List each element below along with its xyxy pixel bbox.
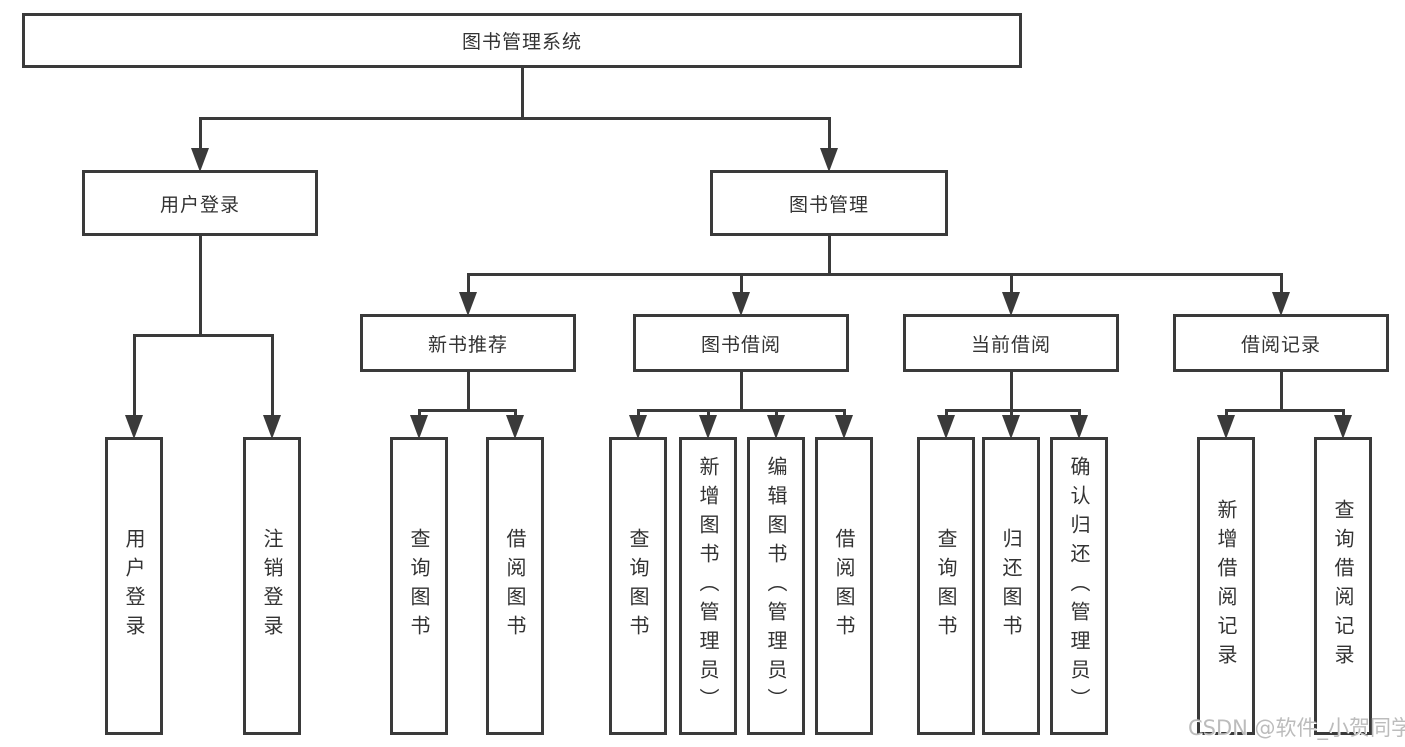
node-label-bb-borrow: 借阅图书 <box>832 528 856 644</box>
arrow-head-icon <box>1002 292 1020 316</box>
connector-stem-borrow-rec <box>1279 372 1283 410</box>
connector-drop-bb-borrow <box>842 410 846 415</box>
node-label-br-query: 查询借阅记录 <box>1331 499 1355 673</box>
arrow-head-icon <box>191 148 209 172</box>
node-label-ul-logout: 注销登录 <box>260 528 284 644</box>
node-nb-query: 查询图书 <box>390 437 448 735</box>
connector-drop-ul-login <box>132 335 136 415</box>
node-label-user-login: 用户登录 <box>159 193 240 216</box>
arrow-head-icon <box>1070 415 1088 439</box>
connector-drop-cb-query <box>944 410 948 415</box>
node-br-query: 查询借阅记录 <box>1314 437 1372 735</box>
arrow-head-icon <box>835 415 853 439</box>
connector-drop-nb-query <box>417 410 421 415</box>
csdn-watermark: CSDN @软件_小贺同学 <box>1188 716 1405 740</box>
arrow-head-icon <box>732 292 750 316</box>
arrow-head-icon <box>410 415 428 439</box>
arrow-head-icon <box>125 415 143 439</box>
node-label-nb-query: 查询图书 <box>407 528 431 644</box>
node-br-add: 新增借阅记录 <box>1197 437 1255 735</box>
node-label-bb-query: 查询图书 <box>626 528 650 644</box>
connector-stem-book-borrow <box>739 372 743 410</box>
connector-drop-cb-return <box>1009 410 1013 415</box>
node-label-cb-return: 归还图书 <box>999 528 1023 644</box>
node-user-login: 用户登录 <box>82 170 318 236</box>
node-book-borrow: 图书借阅 <box>633 314 849 372</box>
arrow-head-icon <box>699 415 717 439</box>
node-label-system: 图书管理系统 <box>461 31 582 53</box>
node-label-cb-confirm: 确认归还（管理员） <box>1067 455 1091 717</box>
connector-drop-new-book-rec <box>466 274 470 292</box>
node-bb-add: 新增图书（管理员） <box>679 437 737 735</box>
connector-drop-book-borrow <box>739 274 743 292</box>
node-ul-login: 用户登录 <box>105 437 163 735</box>
node-cur-borrow: 当前借阅 <box>903 314 1119 372</box>
node-cb-return: 归还图书 <box>982 437 1040 735</box>
node-label-book-borrow: 图书借阅 <box>700 333 781 356</box>
node-label-cb-query: 查询图书 <box>934 528 958 644</box>
connector-drop-ul-logout <box>270 335 274 415</box>
arrow-head-icon <box>629 415 647 439</box>
connector-branch-borrow-rec <box>1224 408 1345 412</box>
connector-drop-br-query <box>1341 410 1345 415</box>
node-label-nb-borrow: 借阅图书 <box>503 528 527 644</box>
arrow-head-icon <box>1217 415 1235 439</box>
connector-drop-cur-borrow <box>1009 274 1013 292</box>
connector-drop-book-mgmt <box>827 118 831 148</box>
connector-drop-user-login <box>198 118 202 148</box>
arrow-head-icon <box>1002 415 1020 439</box>
node-cb-confirm: 确认归还（管理员） <box>1050 437 1108 735</box>
connector-stem-new-book-rec <box>466 372 470 410</box>
node-borrow-rec: 借阅记录 <box>1173 314 1389 372</box>
arrow-head-icon <box>1272 292 1290 316</box>
connector-stem-cur-borrow <box>1009 372 1013 410</box>
arrow-head-icon <box>937 415 955 439</box>
node-cb-query: 查询图书 <box>917 437 975 735</box>
connector-drop-bb-edit <box>774 410 778 415</box>
arrow-head-icon <box>767 415 785 439</box>
connector-branch-book-borrow <box>636 408 846 412</box>
connector-branch-book-mgmt <box>466 272 1283 276</box>
node-label-bb-edit: 编辑图书（管理员） <box>764 455 788 717</box>
arrow-head-icon <box>459 292 477 316</box>
arrow-head-icon <box>1334 415 1352 439</box>
connector-drop-br-add <box>1224 410 1228 415</box>
connector-stem-system <box>520 68 524 118</box>
connector-branch-cur-borrow <box>944 408 1081 412</box>
arrow-head-icon <box>263 415 281 439</box>
connector-branch-new-book-rec <box>417 408 517 412</box>
node-new-book-rec: 新书推荐 <box>360 314 576 372</box>
connector-drop-nb-borrow <box>513 410 517 415</box>
connector-drop-cb-confirm <box>1077 410 1081 415</box>
node-label-br-add: 新增借阅记录 <box>1214 499 1238 673</box>
node-label-new-book-rec: 新书推荐 <box>427 333 508 356</box>
node-label-cur-borrow: 当前借阅 <box>970 333 1051 356</box>
connector-drop-bb-add <box>706 410 710 415</box>
node-bb-edit: 编辑图书（管理员） <box>747 437 805 735</box>
connector-stem-user-login <box>198 236 202 335</box>
node-label-borrow-rec: 借阅记录 <box>1240 333 1321 356</box>
arrow-head-icon <box>820 148 838 172</box>
connector-stem-book-mgmt <box>827 236 831 274</box>
node-book-mgmt: 图书管理 <box>710 170 948 236</box>
node-nb-borrow: 借阅图书 <box>486 437 544 735</box>
node-label-book-mgmt: 图书管理 <box>788 193 869 216</box>
node-label-ul-login: 用户登录 <box>122 528 146 644</box>
node-ul-logout: 注销登录 <box>243 437 301 735</box>
connector-branch-user-login <box>132 333 274 337</box>
arrow-head-icon <box>506 415 524 439</box>
node-system: 图书管理系统 <box>22 13 1022 68</box>
node-bb-query: 查询图书 <box>609 437 667 735</box>
connector-branch-system <box>198 116 831 120</box>
node-label-bb-add: 新增图书（管理员） <box>696 455 720 717</box>
connector-drop-borrow-rec <box>1279 274 1283 292</box>
node-bb-borrow: 借阅图书 <box>815 437 873 735</box>
connector-drop-bb-query <box>636 410 640 415</box>
